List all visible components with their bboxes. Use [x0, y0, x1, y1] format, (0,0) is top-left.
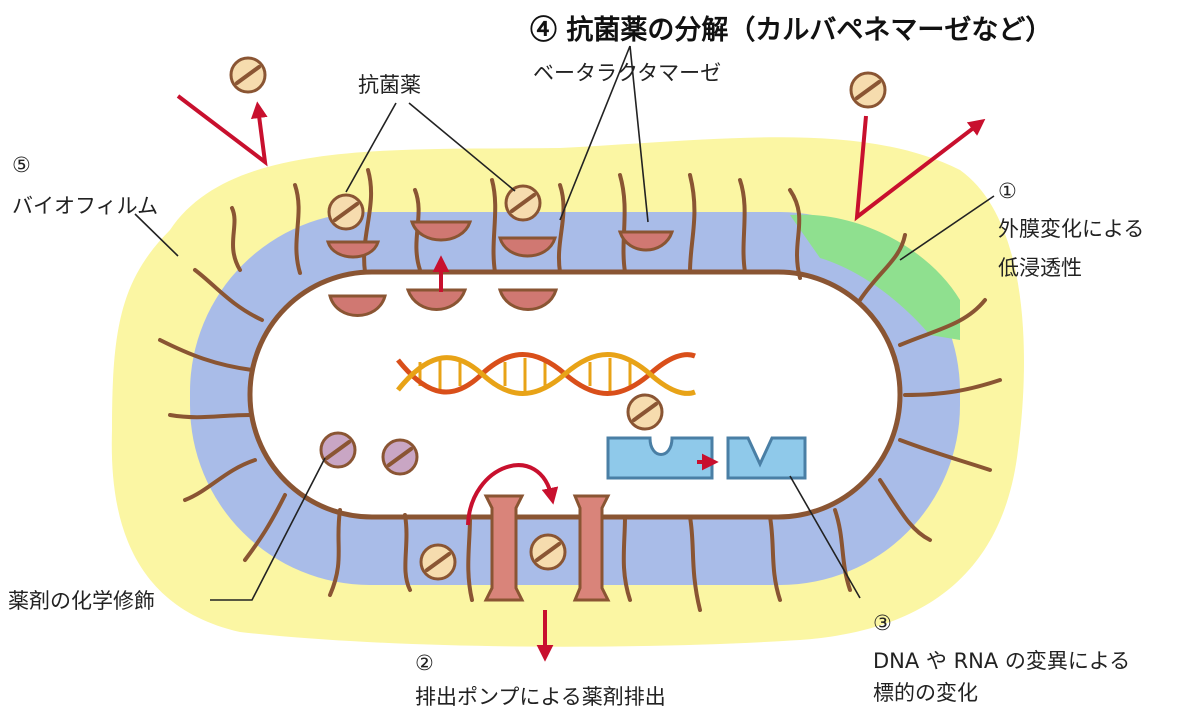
mech4-subtitle: ベータラクタマーゼ — [533, 60, 721, 86]
drug-pill-escaping-biofilm — [231, 58, 265, 92]
drug-pill-blocked — [851, 73, 885, 107]
drug-pill-pump-1 — [421, 545, 455, 579]
drug-pill-pump-2 — [531, 535, 565, 569]
modified-drug-pill-2 — [383, 440, 417, 474]
mech5-number: ⑤ — [12, 152, 31, 178]
mech3-line1: DNA や RNA の変異による — [873, 648, 1130, 674]
mech1-number: ① — [998, 178, 1017, 204]
mech4-title: ④ 抗菌薬の分解（カルバペネマーゼなど） — [530, 14, 1052, 48]
mech5-label: バイオフィルム — [12, 193, 158, 219]
antimicrobial-label: 抗菌薬 — [358, 72, 421, 98]
chemical-modification-label: 薬剤の化学修飾 — [8, 588, 155, 614]
modified-drug-pill-1 — [321, 433, 355, 467]
mech3-number: ③ — [873, 610, 892, 636]
mech2-label: 排出ポンプによる薬剤排出 — [415, 684, 666, 710]
mech1-line1: 外膜変化による — [998, 216, 1144, 242]
bound-drug-pill — [628, 395, 662, 429]
drug-pill-enzyme-2 — [506, 186, 540, 220]
mech3-line2: 標的の変化 — [873, 680, 978, 706]
mech1-line2: 低浸透性 — [998, 255, 1082, 281]
mech2-number: ② — [415, 650, 434, 676]
drug-pill-enzyme-1 — [329, 195, 363, 229]
